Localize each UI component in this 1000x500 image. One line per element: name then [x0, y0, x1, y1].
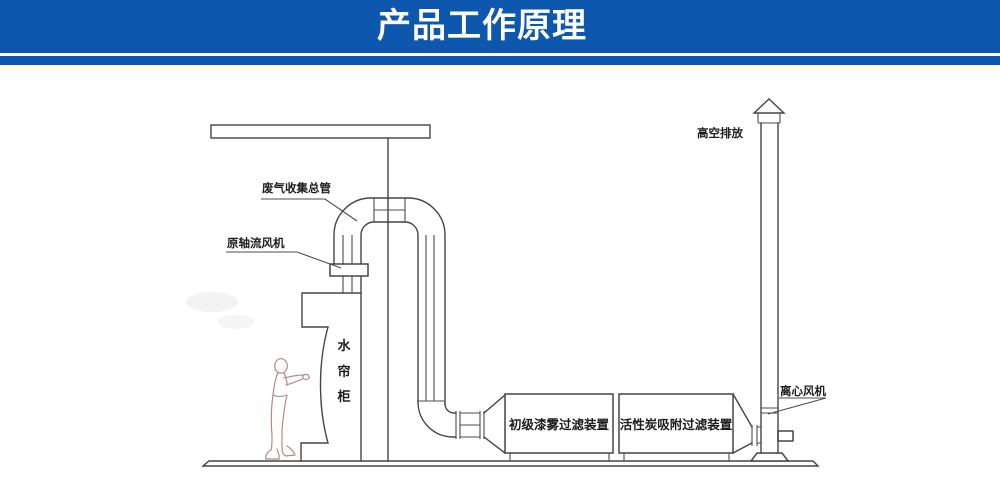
- rain-cap: [752, 98, 786, 114]
- water-curtain-label-char: 柜: [336, 389, 350, 404]
- fan-base: [749, 452, 790, 462]
- page-title: 产品工作原理: [377, 7, 587, 45]
- title-banner: 产品工作原理: [0, 0, 1000, 53]
- inlet-cone: [483, 394, 506, 454]
- leader-line: [767, 397, 827, 415]
- water-curtain-label-char: 水: [337, 338, 351, 353]
- outlet-cone: [732, 393, 753, 454]
- centrifugal-fan-label: 离心风机: [780, 384, 826, 398]
- exhaust-stack: [752, 98, 786, 454]
- fan-motor: [777, 430, 794, 442]
- callout-discharge: 高空排放: [697, 126, 743, 140]
- floor-line: [201, 460, 820, 467]
- scan-smudge: [186, 292, 254, 329]
- worker-figure: [265, 358, 310, 460]
- duct-flange: [455, 411, 461, 439]
- fan-inlet-flange: [751, 425, 761, 446]
- primary-filter-box: 初级漆雾过滤装置: [504, 393, 614, 462]
- water-curtain-label-char: 帘: [337, 364, 350, 379]
- callout-axial-fan: 原轴流风机: [226, 236, 342, 269]
- carbon-filter-box: 活性炭吸附过滤装置: [618, 393, 753, 462]
- exhaust-header-label: 废气收集总管: [262, 181, 331, 195]
- axial-fan-label: 原轴流风机: [227, 236, 285, 250]
- primary-filter-label: 初级漆雾过滤装置: [509, 417, 610, 432]
- carbon-filter-label: 活性炭吸附过滤装置: [620, 417, 733, 432]
- banner-stripe: [0, 56, 1000, 65]
- callout-exhaust-header: 废气收集总管: [261, 181, 358, 222]
- callout-centrifugal-fan: 离心风机: [767, 384, 827, 415]
- exhaust-collection-duct: [333, 197, 446, 405]
- leader-line: [226, 251, 342, 269]
- canopy-hood: [210, 124, 431, 462]
- discharge-label: 高空排放: [697, 126, 743, 140]
- duct-flange: [479, 411, 485, 439]
- duct-top-flange: [373, 198, 406, 222]
- stack-flange-band: [761, 407, 778, 414]
- centrifugal-fan: [749, 407, 794, 462]
- water-curtain-cabinet: 水 帘 柜: [300, 275, 362, 462]
- down-duct-elbow: [417, 394, 506, 454]
- leader-line: [261, 198, 358, 222]
